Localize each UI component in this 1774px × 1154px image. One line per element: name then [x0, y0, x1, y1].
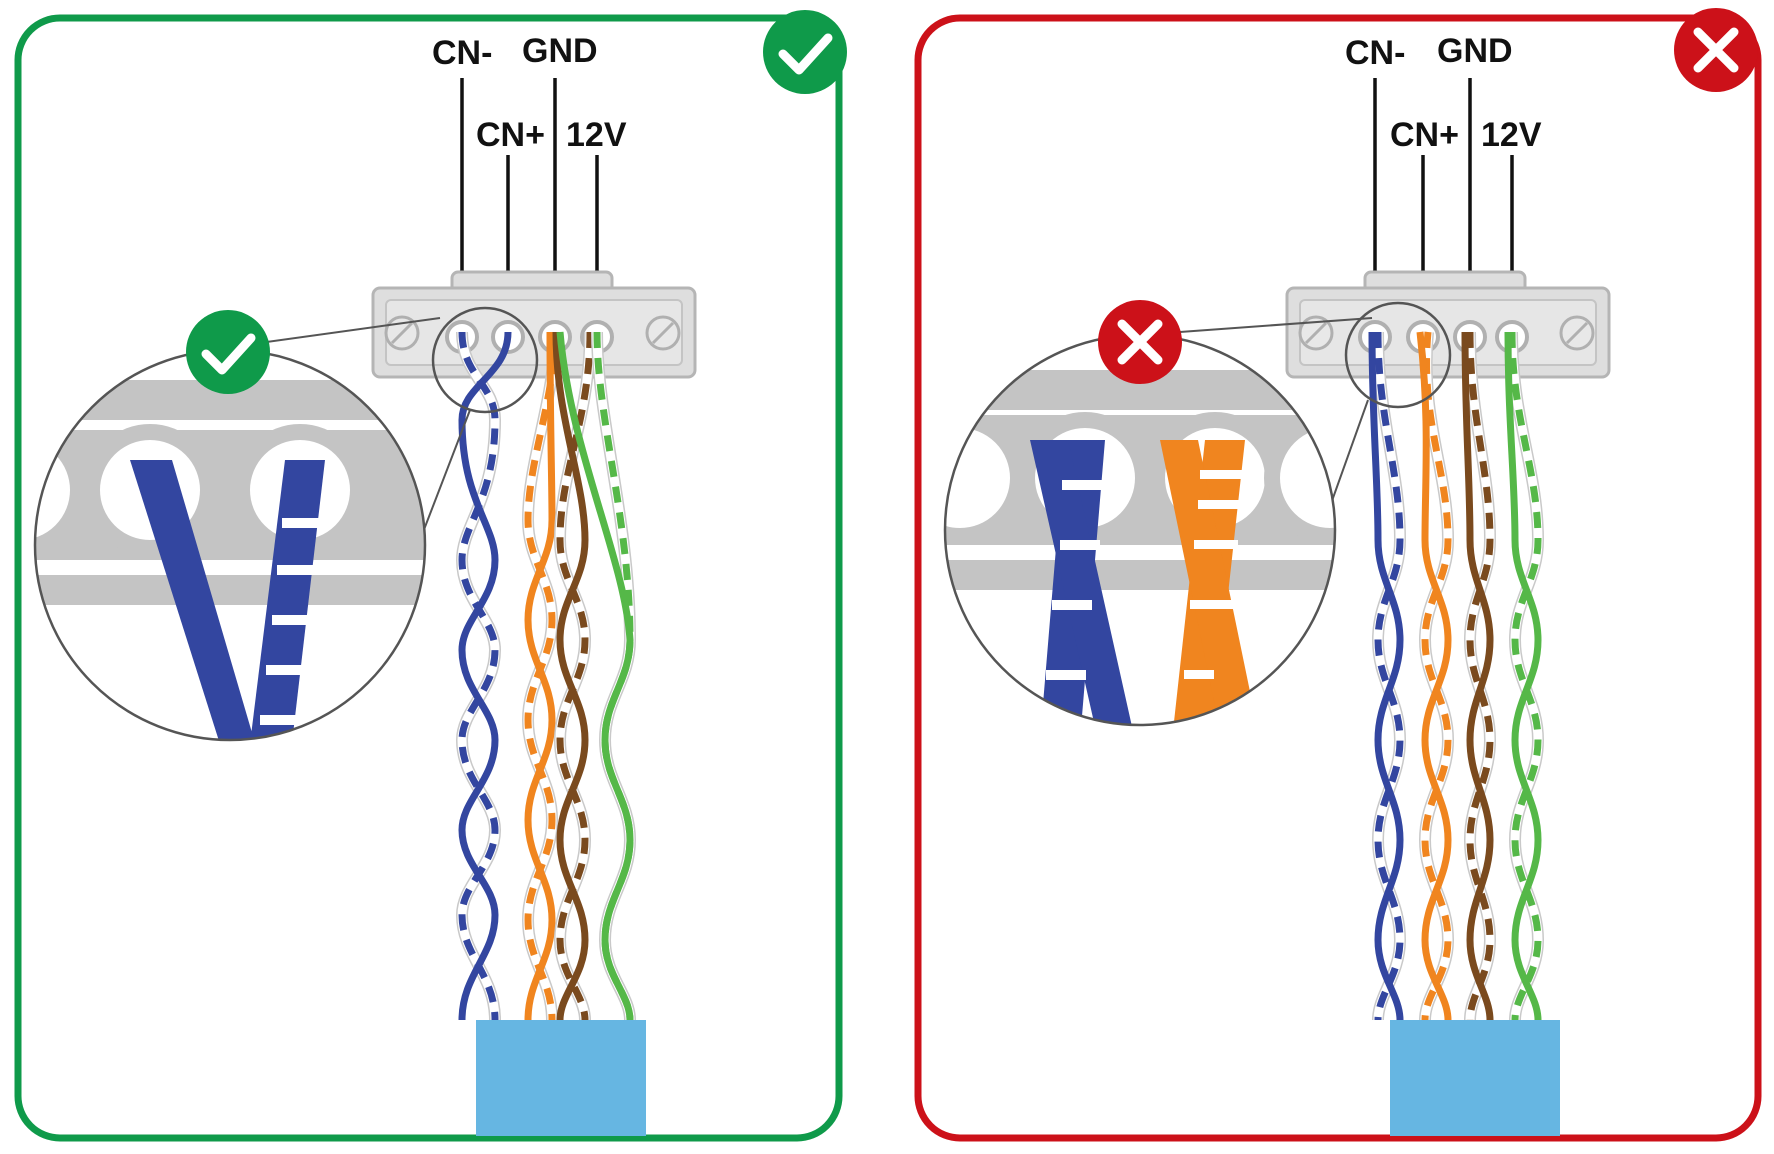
pin-label-cn-minus: CN-: [432, 34, 492, 72]
pin-label-cn-plus: CN+: [476, 116, 545, 154]
x-icon: [1098, 300, 1182, 384]
correct-wiring-panel: CN- CN+ GND 12V: [14, 10, 847, 1142]
pin-label-gnd: GND: [522, 32, 598, 70]
twisted-pair-orange: [1416, 331, 1455, 1021]
twisted-pair-green: [556, 331, 637, 1021]
terminal-block-connector: [371, 270, 697, 379]
check-icon: [186, 310, 270, 394]
mounting-screw-left: [384, 315, 420, 351]
check-icon: [763, 10, 847, 94]
pin-leader-lines: [456, 78, 603, 282]
zoom-magnifier: [33, 306, 539, 742]
pin-label-cn-plus: CN+: [1390, 116, 1459, 154]
twisted-pair-blue: [455, 331, 512, 1021]
x-icon: [1674, 8, 1758, 92]
zoom-magnifier: [943, 301, 1452, 727]
pin-label-12v: 12V: [566, 116, 627, 154]
terminal-block-connector: [1285, 270, 1611, 379]
pin-leader-lines: [1369, 78, 1518, 282]
mounting-screw-right: [1559, 315, 1595, 351]
cable-jacket: [1390, 1020, 1560, 1136]
wrong-wiring-panel: CN- CN+ GND 12V: [914, 8, 1762, 1142]
pin-label-12v: 12V: [1481, 116, 1542, 154]
mounting-screw-left: [1298, 315, 1334, 351]
twisted-pair-orange: [521, 331, 561, 1021]
cable-jacket: [476, 1020, 646, 1136]
twisted-pair-brown: [552, 331, 596, 1021]
twisted-pair-brown: [1461, 331, 1497, 1021]
twisted-pair-green: [1504, 331, 1545, 1021]
pin-label-cn-minus: CN-: [1345, 34, 1405, 72]
correct-panel-frame: [14, 14, 843, 1142]
wrong-panel-frame: [914, 14, 1762, 1142]
twisted-pair-blue: [1368, 331, 1407, 1021]
pin-label-gnd: GND: [1437, 32, 1513, 70]
mounting-screw-right: [645, 315, 681, 351]
